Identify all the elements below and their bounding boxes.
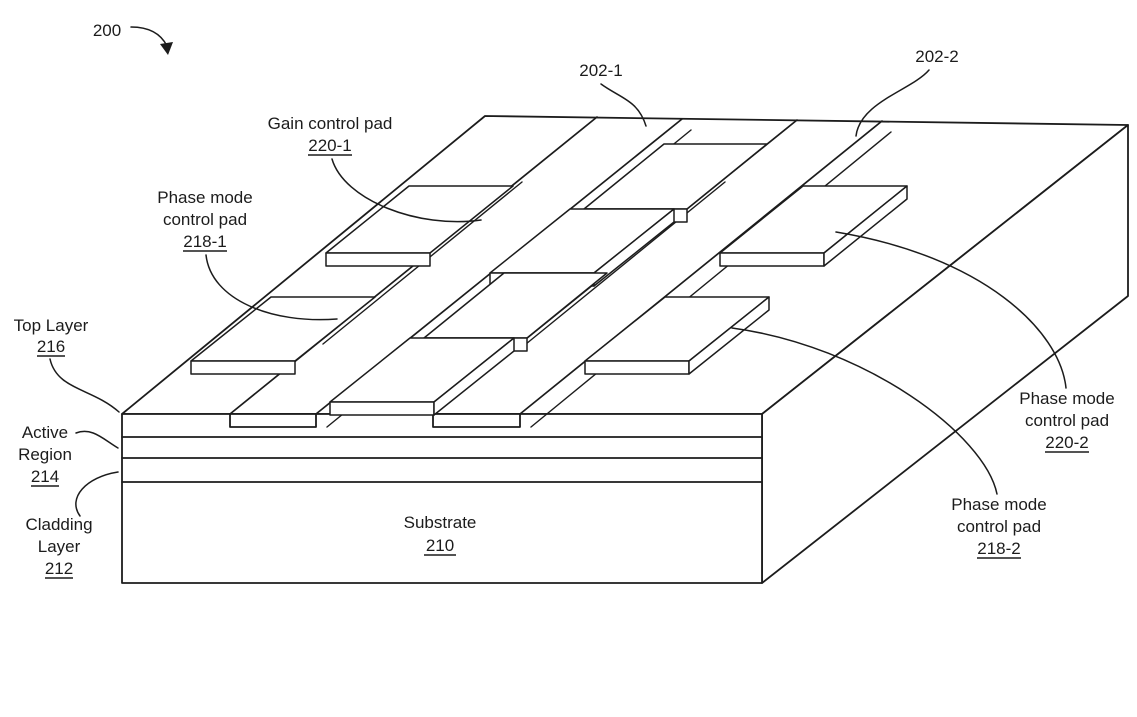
phase-218-1-line2: control pad <box>163 210 247 229</box>
top-layer-text: Top Layer <box>14 316 89 335</box>
gain-control-pad-220-1-label: Gain control pad 220-1 <box>268 114 393 156</box>
pad-phase-mode-control-218-2 <box>584 296 770 375</box>
active-region-line1: Active <box>22 423 68 442</box>
waveguide-202-1-label: 202-1 <box>579 61 622 80</box>
leader-phase-pad-220-2 <box>835 231 1067 389</box>
leader-lines <box>49 26 1067 517</box>
ridge2-right-wall <box>530 131 892 428</box>
phase-220-2-line1: Phase mode <box>1019 389 1114 408</box>
leader-gain-pad-220-1 <box>331 158 482 223</box>
cladding-layer-212-label: Cladding Layer 212 <box>25 515 93 579</box>
active-region-ref: 214 <box>31 467 59 486</box>
phase-mode-control-pad-220-2-label: Phase mode control pad 220-2 <box>1019 389 1115 453</box>
pad-phase-mode-control-218-1 <box>190 296 376 375</box>
leader-phase-pad-218-1 <box>205 254 338 321</box>
pad-ridge1-right-front <box>329 337 515 416</box>
substrate-ref: 210 <box>426 536 454 555</box>
pad-phase-mode-control-220-2 <box>719 185 908 267</box>
cladding-line2: Layer <box>38 537 81 556</box>
phase-218-2-line1: Phase mode <box>951 495 1046 514</box>
substrate-text: Substrate <box>404 513 477 532</box>
phase-mode-control-pad-218-1-label: Phase mode control pad 218-1 <box>157 188 253 252</box>
top-layer-ref: 216 <box>37 337 65 356</box>
leader-waveguide-202-2 <box>855 69 930 137</box>
leader-top-layer <box>49 358 120 413</box>
substrate-210-label: Substrate 210 <box>404 513 477 556</box>
figure-ref-arrow-curve <box>130 26 168 47</box>
gain-pad-label-text: Gain control pad <box>268 114 393 133</box>
phase-218-1-ref: 218-1 <box>183 232 226 251</box>
pad-gain-control-220-1 <box>325 185 514 267</box>
leader-cladding-layer <box>75 471 119 517</box>
cladding-ref: 212 <box>45 559 73 578</box>
phase-220-2-ref: 220-2 <box>1045 433 1088 452</box>
ridge2-front-facet <box>432 413 521 428</box>
ridge2-left-wall-shadow <box>525 181 726 345</box>
phase-mode-control-pad-218-2-label: Phase mode control pad 218-2 <box>951 495 1047 559</box>
ridge2-right-edge <box>519 120 883 415</box>
figure-ref-label: 200 <box>93 21 121 40</box>
waveguide-202-2-label: 202-2 <box>915 47 958 66</box>
labels: 200 202-1 202-2 Gain control pad 220-1 P… <box>14 21 1115 579</box>
active-region-214-label: Active Region 214 <box>18 423 72 487</box>
ridge1-front-facet <box>229 413 317 428</box>
gain-pad-label-ref: 220-1 <box>308 136 351 155</box>
phase-218-2-ref: 218-2 <box>977 539 1020 558</box>
phase-218-2-line2: control pad <box>957 517 1041 536</box>
leader-active-region <box>75 430 119 449</box>
phase-220-2-line2: control pad <box>1025 411 1109 430</box>
leader-phase-pad-218-2 <box>731 327 998 495</box>
top-layer-216-label: Top Layer 216 <box>14 316 89 357</box>
active-region-line2: Region <box>18 445 72 464</box>
cladding-line1: Cladding <box>25 515 92 534</box>
leader-waveguide-202-1 <box>600 83 647 127</box>
figure-ref-arrowhead <box>160 42 173 55</box>
front-face <box>121 413 763 584</box>
phase-218-1-line1: Phase mode <box>157 188 252 207</box>
